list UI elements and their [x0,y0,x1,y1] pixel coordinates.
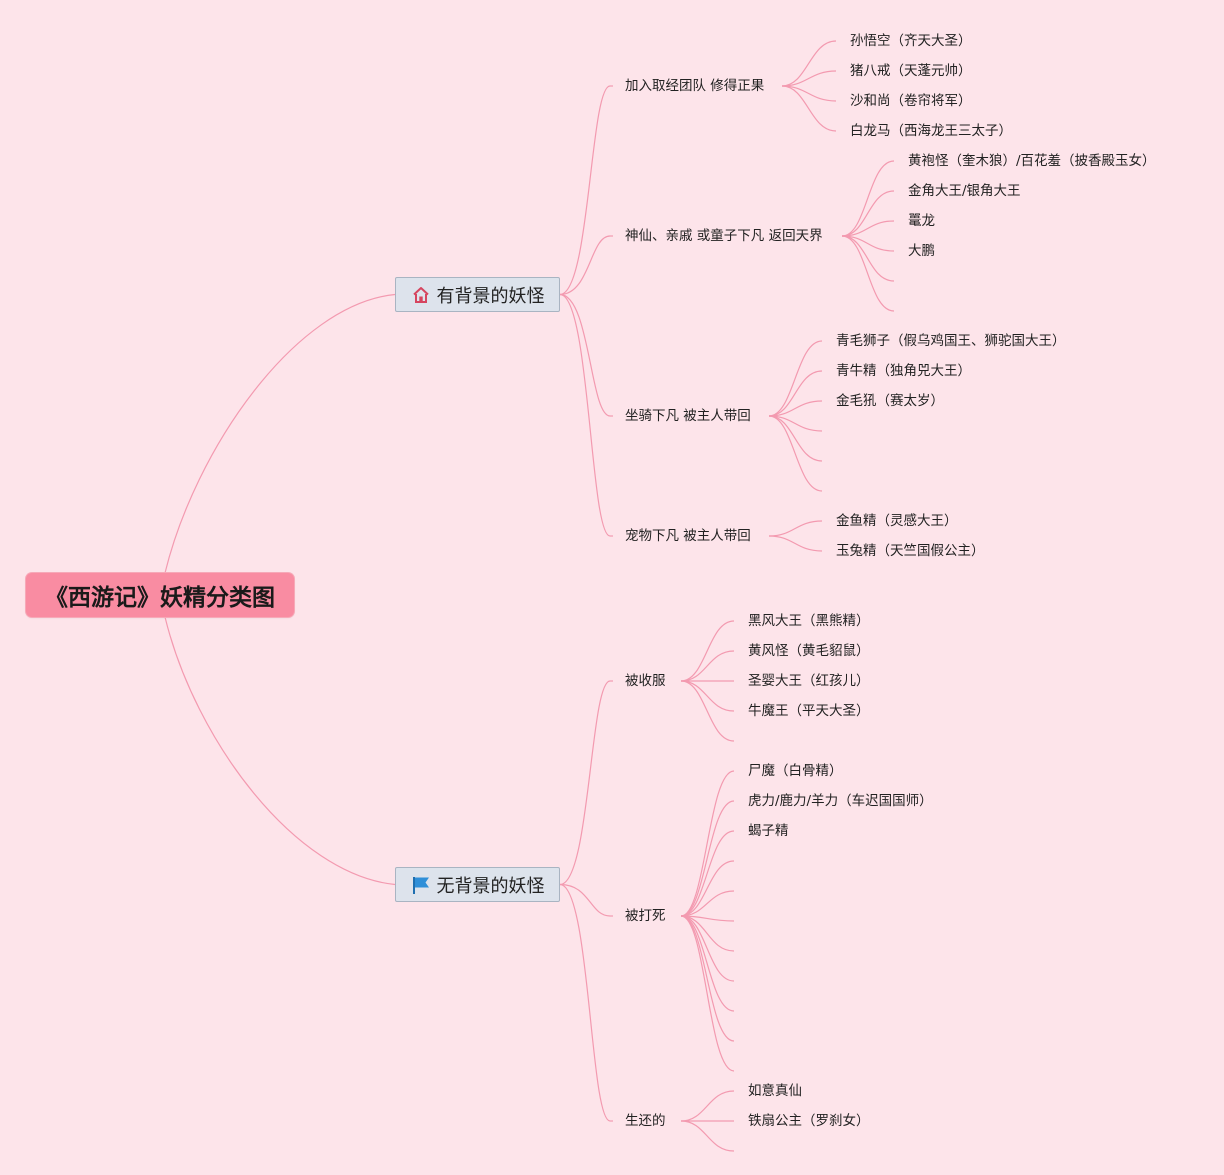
branch-link [559,293,611,537]
branch-link [559,883,611,917]
branch-link [559,85,611,296]
leaf-link [768,520,823,537]
leaf-link [680,915,735,1072]
leaf-link [680,620,735,682]
leaf-link [680,860,735,917]
root-link [164,616,396,886]
leaf-node[interactable]: 金角大王/银角大王 [908,183,1021,199]
leaf-link [768,400,823,417]
branch-link [559,883,611,1122]
leaf-link [768,415,823,432]
leaf-node[interactable]: 黑风大王（黑熊精） [748,613,870,629]
leaf-link [841,235,895,312]
flag-icon [411,875,431,895]
leaf-link [768,415,823,492]
sub-node[interactable]: 加入取经团队 修得正果 [625,78,765,94]
leaf-node[interactable]: 尸魔（白骨精） [748,763,843,779]
leaf-link [680,915,735,922]
branch-node[interactable]: 无背景的妖怪 [395,867,560,902]
leaf-link [768,415,823,462]
sub-node[interactable]: 坐骑下凡 被主人带回 [625,408,751,424]
leaf-link [680,680,735,742]
leaf-link [841,190,895,237]
leaf-link [841,235,895,282]
root-link [164,293,396,574]
leaf-link [680,915,735,952]
sub-node[interactable]: 宠物下凡 被主人带回 [625,528,751,544]
leaf-link [680,890,735,917]
leaf-link [768,370,823,417]
leaf-link [680,915,735,1012]
leaf-node[interactable]: 铁扇公主（罗刹女） [748,1113,870,1129]
leaf-node[interactable]: 黄风怪（黄毛貂鼠） [748,643,870,659]
leaf-node[interactable]: 金毛犼（赛太岁） [836,393,944,409]
leaf-node[interactable]: 牛魔王（平天大圣） [748,703,870,719]
leaf-link [781,85,837,132]
leaf-node[interactable]: 金鱼精（灵感大王） [836,513,958,529]
leaf-node[interactable]: 圣婴大王（红孩儿） [748,673,870,689]
leaf-link [680,830,735,917]
leaf-link [768,340,823,417]
leaf-node[interactable]: 虎力/鹿力/羊力（车迟国国师） [748,793,933,809]
leaf-link [680,770,735,917]
branch-link [559,293,611,417]
leaf-node[interactable]: 沙和尚（卷帘将军） [850,93,972,109]
branch-link [559,235,611,296]
sub-node[interactable]: 被收服 [625,673,666,689]
leaf-node[interactable]: 猪八戒（天蓬元帅） [850,63,972,79]
leaf-link [680,1120,735,1152]
leaf-link [781,70,837,87]
leaf-node[interactable]: 白龙马（西海龙王三太子） [850,123,1012,139]
leaf-link [680,650,735,682]
sub-node[interactable]: 神仙、亲戚 或童子下凡 返回天界 [625,228,823,244]
leaf-node[interactable]: 鼍龙 [908,213,935,229]
branch-label: 无背景的妖怪 [436,875,545,897]
leaf-node[interactable]: 蝎子精 [748,823,789,839]
leaf-link [680,680,735,712]
leaf-link [841,160,895,237]
leaf-node[interactable]: 大鹏 [908,243,935,259]
sub-node[interactable]: 被打死 [625,908,666,924]
leaf-node[interactable]: 青毛狮子（假乌鸡国王、狮驼国大王） [836,333,1066,349]
leaf-node[interactable]: 玉兔精（天竺国假公主） [836,543,985,559]
branch-label: 有背景的妖怪 [436,285,545,307]
leaf-link [680,800,735,917]
sub-node[interactable]: 生还的 [625,1113,666,1129]
leaf-link [680,915,735,1042]
branch-link [559,680,611,886]
leaf-link [680,1090,735,1122]
leaf-node[interactable]: 如意真仙 [748,1083,802,1099]
leaf-link [841,220,895,237]
root-node-title[interactable]: 《西游记》妖精分类图 [26,573,294,617]
leaf-link [768,535,823,552]
branch-node[interactable]: 有背景的妖怪 [395,277,560,312]
leaf-node[interactable]: 黄袍怪（奎木狼）/百花羞（披香殿玉女） [908,153,1156,169]
house-icon [411,285,431,305]
leaf-link [680,915,735,982]
leaf-node[interactable]: 孙悟空（齐天大圣） [850,33,972,49]
leaf-node[interactable]: 青牛精（独角兕大王） [836,363,971,379]
leaf-link [781,85,837,102]
leaf-link [841,235,895,252]
leaf-link [781,40,837,87]
